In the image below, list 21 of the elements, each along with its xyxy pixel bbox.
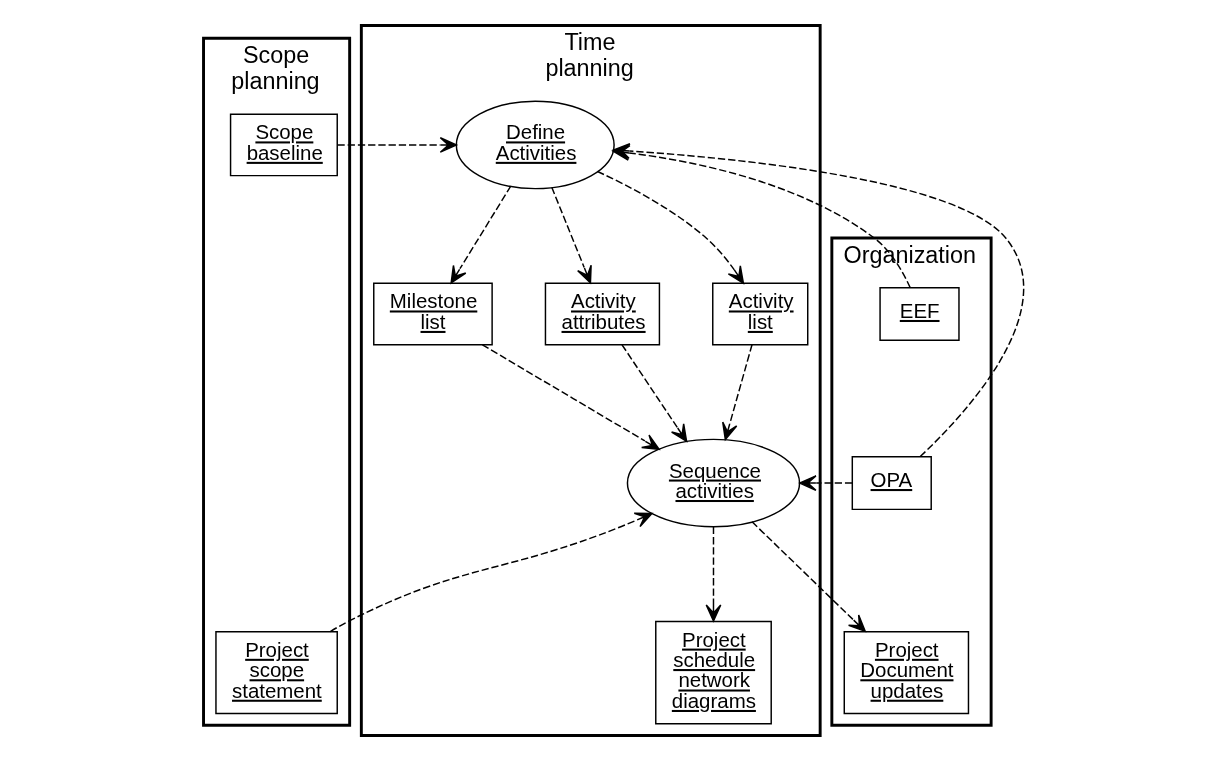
node-box: Activity attributes bbox=[544, 282, 660, 346]
arrow bbox=[596, 170, 744, 284]
arrow bbox=[798, 475, 853, 492]
arrow bbox=[550, 186, 592, 284]
node-ellipse: Define Activities bbox=[455, 100, 615, 190]
node-box: Scope baseline bbox=[229, 113, 338, 177]
node-box: EEF bbox=[878, 286, 960, 342]
arrow bbox=[705, 526, 721, 622]
arrow bbox=[750, 521, 866, 632]
arrow bbox=[336, 137, 457, 153]
arrow bbox=[620, 344, 687, 443]
node-box: Project schedule network diagrams bbox=[654, 620, 772, 725]
node-box: Activity list bbox=[711, 282, 808, 346]
arrow bbox=[329, 512, 653, 633]
arrow bbox=[721, 344, 753, 441]
arrow bbox=[449, 185, 511, 284]
node-box: Milestone list bbox=[372, 282, 493, 346]
node-box: Project Document updates bbox=[843, 630, 969, 715]
node-box: Project scope statement bbox=[214, 630, 338, 715]
node-box: OPA bbox=[851, 456, 932, 511]
arrow bbox=[481, 344, 660, 451]
